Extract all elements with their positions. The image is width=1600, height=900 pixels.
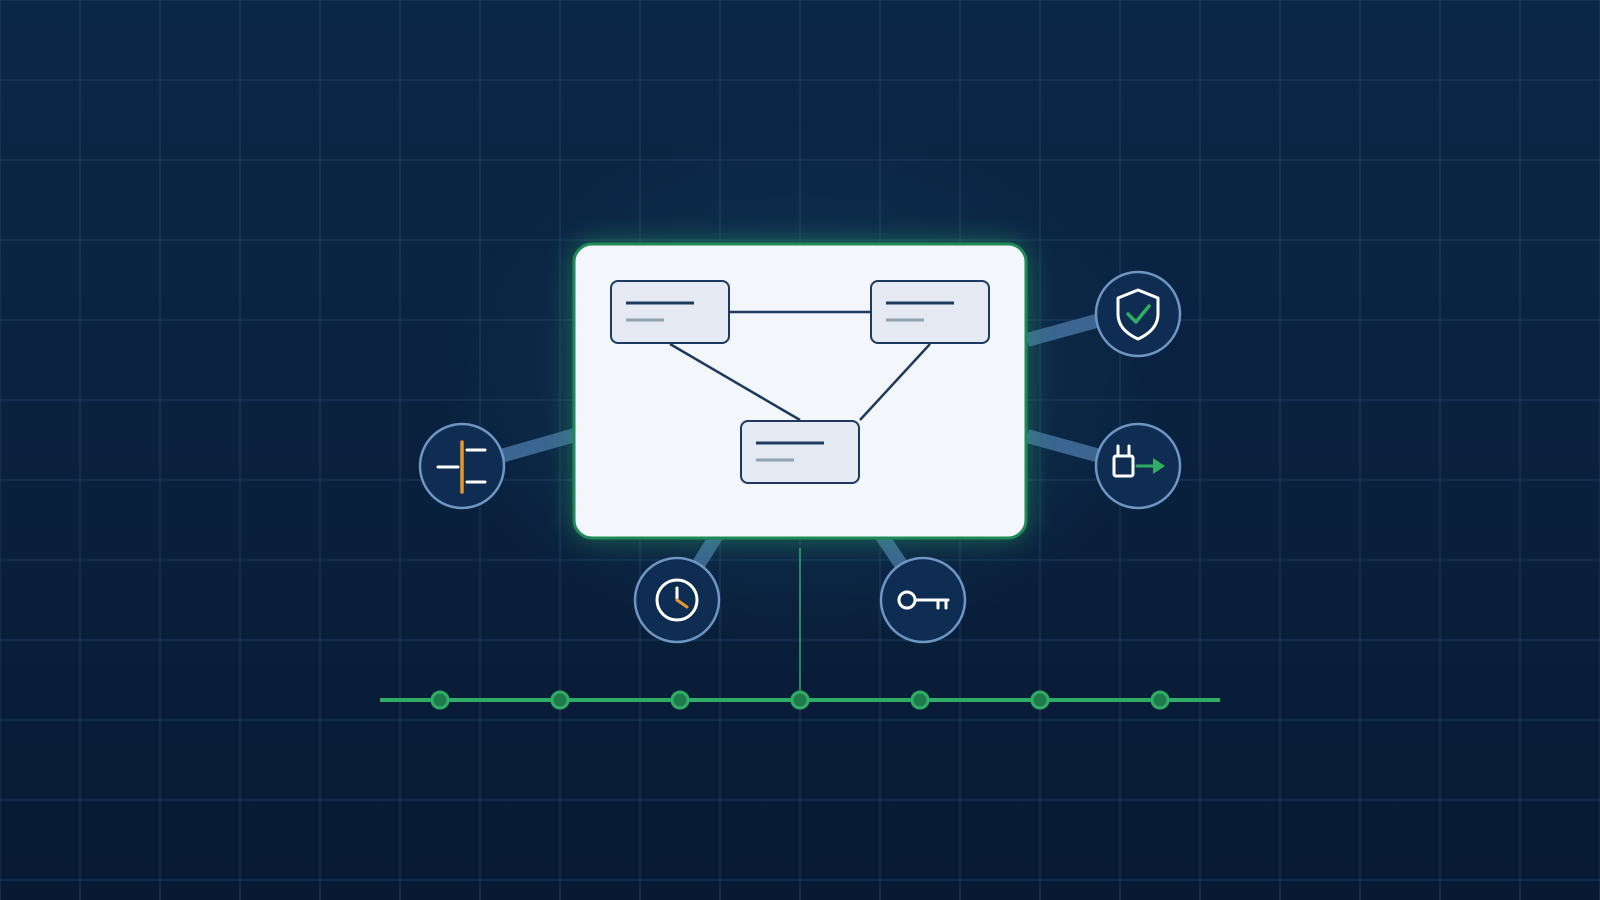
connector-right-top [1025, 313, 1102, 347]
timeline-point[interactable] [430, 690, 450, 710]
node-top-right[interactable] [870, 280, 990, 344]
timeline [380, 690, 1220, 710]
satellite-clock[interactable] [633, 556, 721, 644]
connector-right-bottom [1025, 429, 1102, 463]
branch-icon [436, 440, 487, 494]
key-icon [897, 590, 950, 610]
node-box[interactable] [870, 280, 990, 344]
node-top-left[interactable] [610, 280, 730, 344]
shield-check-icon [1116, 288, 1160, 341]
link-top-right-bottom [859, 343, 931, 421]
clock-icon [655, 578, 699, 622]
satellite-shield[interactable] [1094, 270, 1182, 358]
timeline-point[interactable] [1150, 690, 1170, 710]
timeline-point[interactable] [910, 690, 930, 710]
timeline-point[interactable] [670, 690, 690, 710]
satellite-branch[interactable] [418, 422, 506, 510]
center-card[interactable] [572, 242, 1028, 540]
node-bottom[interactable] [740, 420, 860, 484]
plug-export-icon [1112, 444, 1165, 478]
satellite-circle[interactable] [1094, 270, 1182, 358]
timeline-points [430, 690, 1170, 710]
node-links [669, 310, 931, 422]
satellite-plug-export[interactable] [1094, 422, 1182, 510]
connector-left [492, 428, 577, 465]
link-top-left-bottom [669, 342, 801, 422]
satellite-key[interactable] [879, 556, 967, 644]
timeline-point[interactable] [790, 690, 810, 710]
timeline-point[interactable] [1030, 690, 1050, 710]
node-box[interactable] [740, 420, 860, 484]
node-box[interactable] [610, 280, 730, 344]
timeline-point[interactable] [550, 690, 570, 710]
